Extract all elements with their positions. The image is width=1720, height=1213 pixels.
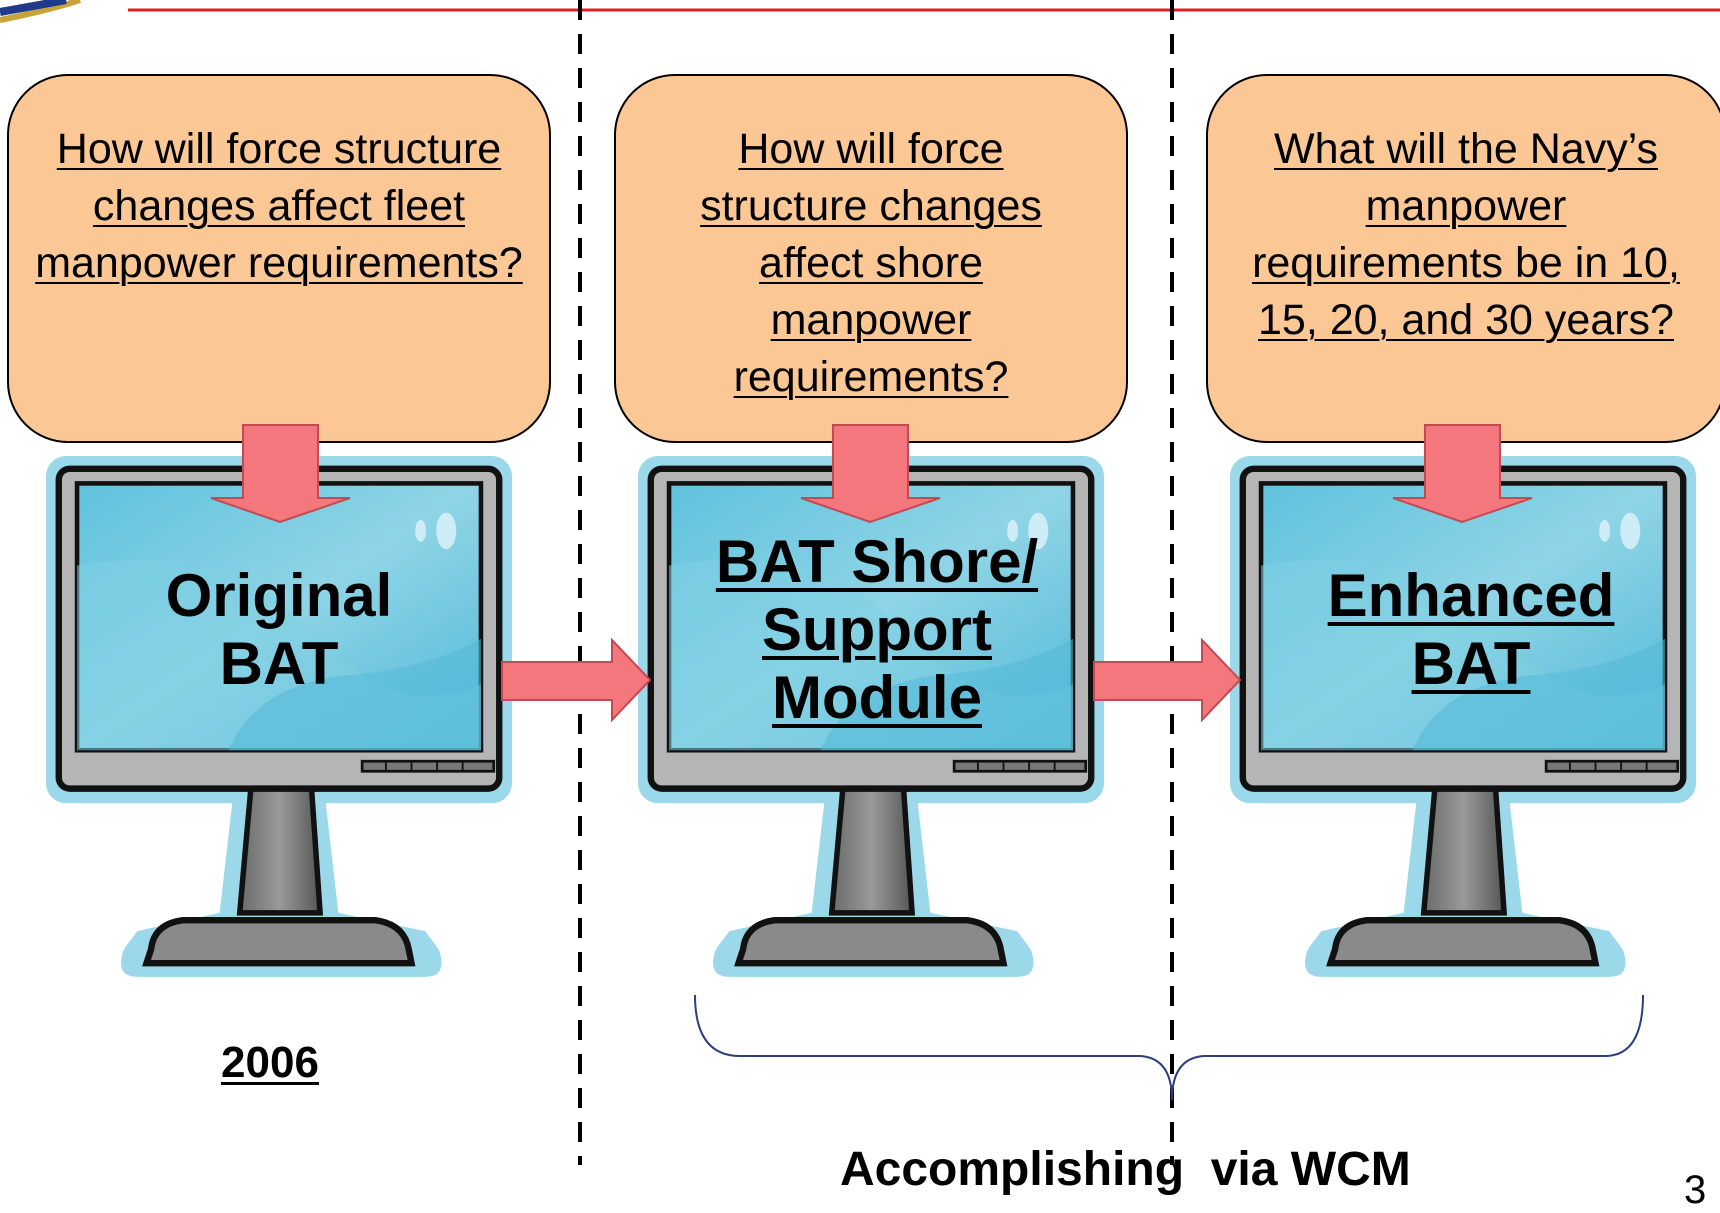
down-arrow: [800, 424, 941, 524]
down-arrow: [1392, 424, 1533, 524]
right-arrow: [1093, 637, 1242, 723]
question-shore: How will force structure changes affect …: [700, 125, 1042, 401]
year-label: 2006: [221, 1038, 319, 1087]
bracket-caption: Accomplishing via WCM: [840, 1143, 1411, 1196]
down-arrow: [210, 424, 351, 524]
page-number: 3: [1684, 1168, 1707, 1212]
question-future: What will the Navy’s manpower requiremen…: [1252, 125, 1680, 344]
question-fleet: How will force structure changes affect …: [35, 125, 523, 287]
right-arrow: [501, 637, 652, 723]
navy-seal-logo: [0, 0, 81, 23]
bracket: [694, 994, 1644, 1101]
